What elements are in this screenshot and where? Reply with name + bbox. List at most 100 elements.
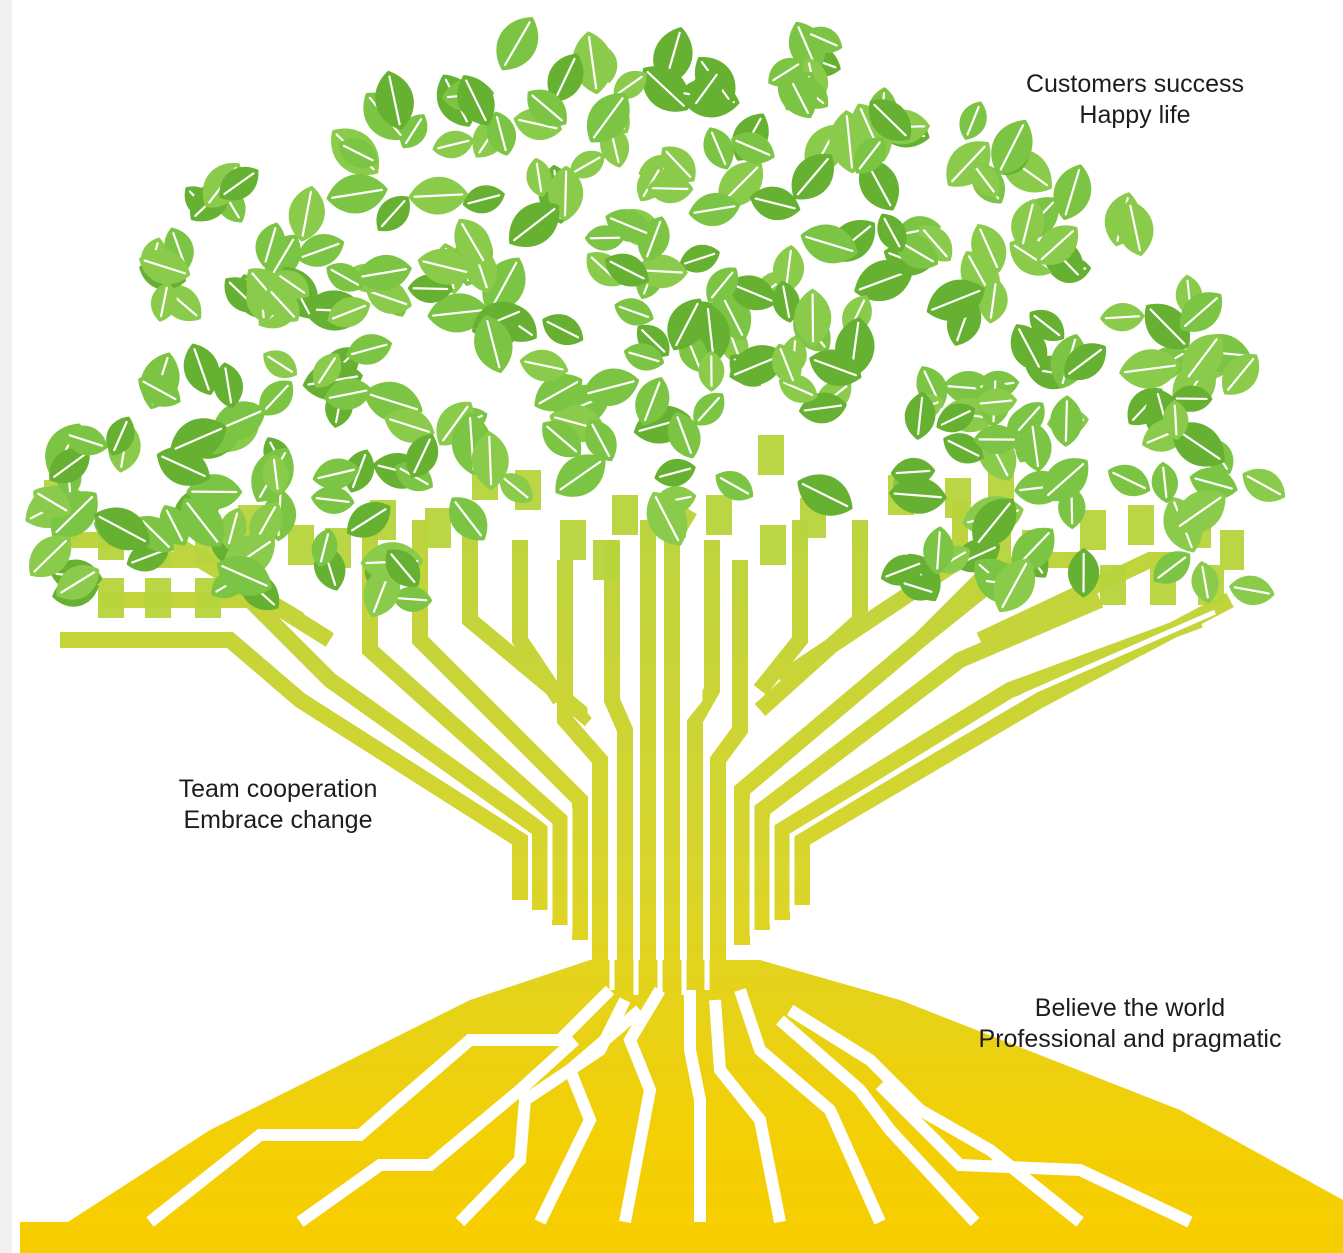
leaf [993, 558, 1035, 613]
leaf [978, 278, 1008, 324]
leaf [698, 350, 725, 392]
leaf [943, 433, 984, 464]
leaf [569, 150, 605, 179]
leaf [33, 486, 72, 518]
leaf [219, 166, 259, 201]
left-frame-edge [0, 0, 12, 1253]
leaf [139, 249, 191, 285]
leaf [266, 286, 300, 322]
leaf [731, 132, 775, 164]
leaf [327, 296, 371, 328]
leaf [183, 343, 220, 396]
leaf [971, 224, 1007, 273]
leaf [406, 434, 439, 478]
leaf [898, 574, 938, 601]
leaf [613, 70, 647, 100]
leaf [974, 388, 1018, 416]
leaf [1151, 461, 1178, 504]
leaf [262, 453, 289, 495]
leaf [56, 565, 100, 600]
leaf [474, 315, 513, 374]
leaf [486, 111, 516, 156]
leaf [323, 378, 373, 410]
leaf [457, 75, 495, 126]
leaf [106, 416, 135, 456]
leaf [375, 70, 414, 131]
leaf [312, 458, 360, 490]
ground-strip [20, 1222, 1343, 1253]
leaf [877, 213, 907, 252]
leaf [605, 253, 650, 287]
leaf [991, 119, 1033, 175]
leaf [534, 374, 583, 412]
leaf [936, 403, 976, 433]
leaf [797, 474, 853, 516]
leaf [1175, 490, 1226, 534]
leaf [1144, 303, 1190, 350]
caption-middle-left: Team cooperation Embrace change [140, 774, 416, 836]
leaf [49, 447, 90, 484]
leaf [1010, 324, 1048, 372]
leaf [213, 362, 243, 409]
leaf [1222, 354, 1260, 395]
leaf [970, 164, 1000, 197]
leaf [509, 202, 560, 248]
trunk-gaps [327, 530, 1217, 995]
leaf [417, 248, 473, 285]
leaf [923, 526, 954, 575]
leaf [526, 157, 552, 198]
leaf [693, 392, 725, 426]
caption-text: Team cooperation [178, 775, 378, 803]
leaf [904, 391, 936, 441]
leaf [586, 93, 630, 143]
caption-text: Believe the world [1034, 994, 1226, 1022]
leaf [347, 502, 391, 538]
leaf [1029, 309, 1065, 342]
leaf [356, 254, 412, 291]
leaf [1011, 198, 1045, 250]
leaf [1107, 464, 1151, 497]
leaf [728, 275, 778, 311]
leaf [805, 26, 843, 53]
leaf [471, 431, 509, 490]
leaf [1068, 547, 1100, 598]
leaf [809, 349, 862, 386]
leaf [646, 491, 688, 546]
leaf [772, 244, 805, 294]
leaf [326, 262, 364, 292]
leaf [715, 471, 754, 501]
leaf [1042, 458, 1089, 501]
leaf [454, 218, 491, 266]
caption-text: Professional and pragmatic [978, 1025, 1282, 1053]
canopy-leaves [25, 17, 1286, 618]
leaf [408, 176, 469, 215]
leaf [791, 153, 834, 200]
leaf [667, 411, 701, 459]
leaf [661, 146, 696, 183]
leaf [1153, 551, 1191, 584]
leaf [1191, 561, 1219, 604]
leaf [926, 279, 985, 321]
leaf [584, 419, 617, 462]
leaf [667, 298, 707, 351]
leaf [1116, 199, 1154, 257]
leaf [346, 334, 393, 365]
leaf [376, 195, 410, 232]
leaf [138, 374, 181, 407]
leaf [1119, 349, 1181, 389]
leaf [462, 185, 506, 214]
leaf [496, 17, 539, 71]
leaf [772, 280, 800, 323]
leaf [868, 99, 912, 141]
leaf [642, 66, 690, 112]
leaf [249, 502, 283, 545]
leaf [1099, 303, 1145, 332]
root-base [20, 960, 1343, 1253]
leaf [794, 288, 832, 348]
leaf [584, 225, 626, 251]
leaf [972, 498, 1017, 548]
leaf [180, 498, 225, 547]
leaf [150, 281, 177, 322]
leaf [582, 368, 640, 407]
